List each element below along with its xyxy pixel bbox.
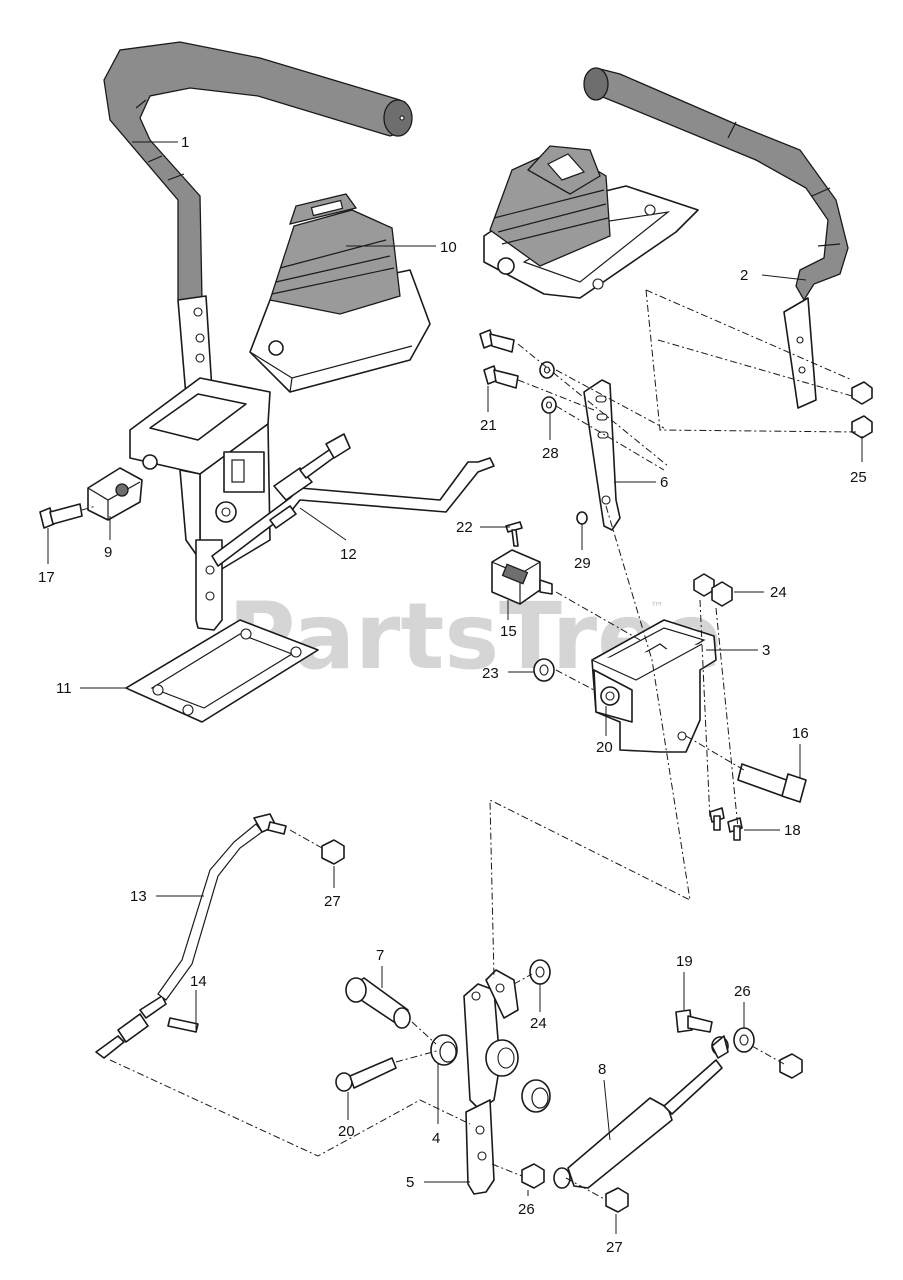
callout-20b: 20: [338, 1123, 355, 1140]
hair-pin[interactable]: [167, 1017, 199, 1033]
damper-spring[interactable]: [553, 1035, 729, 1189]
gasket-plate[interactable]: [125, 619, 319, 723]
callout-8: 8: [598, 1061, 606, 1078]
callout-19: 19: [676, 953, 693, 970]
adjustment-plate[interactable]: [583, 379, 621, 531]
callout-3: 3: [762, 642, 770, 659]
nut-upper[interactable]: [851, 381, 873, 405]
pivot-lever[interactable]: [463, 969, 519, 1195]
callout-12: 12: [340, 546, 357, 563]
washer-upper[interactable]: [539, 361, 555, 379]
spring-nut[interactable]: [733, 1027, 755, 1053]
linkage-rod[interactable]: [95, 813, 287, 1059]
callout-21: 21: [480, 417, 497, 434]
callout-5: 5: [406, 1174, 414, 1191]
watermark-trademark: ™: [650, 600, 664, 616]
pivot-bolt[interactable]: [737, 763, 807, 803]
callout-24a: 24: [770, 584, 787, 601]
nut-lower[interactable]: [851, 415, 873, 439]
left-control-handle[interactable]: [103, 41, 413, 397]
callout-17: 17: [38, 569, 55, 586]
right-boot-cover[interactable]: [483, 145, 699, 299]
callout-23: 23: [482, 665, 499, 682]
nut-spring-bottom[interactable]: [605, 1187, 629, 1213]
callout-20a: 20: [596, 739, 613, 756]
callout-18: 18: [784, 822, 801, 839]
callout-6: 6: [660, 474, 668, 491]
callout-4: 4: [432, 1130, 440, 1147]
washer-lower[interactable]: [541, 396, 557, 414]
callout-11: 11: [56, 680, 72, 697]
nut-rod-end[interactable]: [321, 839, 345, 865]
spring-bolt[interactable]: [675, 1009, 713, 1033]
bolt-upper[interactable]: [479, 329, 515, 353]
callout-26b: 26: [518, 1201, 535, 1218]
callout-22: 22: [456, 519, 473, 536]
callout-29: 29: [574, 555, 591, 572]
nut-bracket-2[interactable]: [711, 581, 733, 607]
leader-lines: [47, 141, 863, 1234]
nut-spring-end[interactable]: [779, 1053, 803, 1079]
left-boot-cover[interactable]: [249, 193, 431, 393]
callout-25: 25: [850, 469, 867, 486]
nut-lever-bottom[interactable]: [521, 1163, 545, 1189]
callout-9: 9: [104, 544, 112, 561]
small-washer[interactable]: [576, 511, 588, 525]
callout-1: 1: [181, 134, 189, 151]
screw-lower-1[interactable]: [709, 807, 725, 831]
assembly-lines: [81, 289, 857, 1201]
switch-mount-bracket[interactable]: [591, 619, 717, 753]
callout-26a: 26: [734, 983, 751, 1000]
callout-24b: 24: [530, 1015, 547, 1032]
callout-10: 10: [440, 239, 457, 256]
bolt-lower[interactable]: [483, 365, 519, 389]
side-bushing[interactable]: [521, 1079, 551, 1113]
safety-switch[interactable]: [491, 549, 553, 605]
callout-14: 14: [190, 973, 207, 990]
screw[interactable]: [505, 521, 523, 547]
bolt-long[interactable]: [335, 1057, 397, 1092]
callout-15: 15: [500, 623, 517, 640]
screw-lower-2[interactable]: [727, 817, 743, 841]
flange-bushing[interactable]: [430, 1034, 458, 1066]
flange-nut[interactable]: [533, 658, 555, 682]
nut-lever-top[interactable]: [529, 959, 551, 985]
callout-16: 16: [792, 725, 809, 742]
nut-bracket-1[interactable]: [693, 573, 715, 597]
callout-2: 2: [740, 267, 748, 284]
callout-28: 28: [542, 445, 559, 462]
control-rod[interactable]: [211, 433, 495, 567]
pivot-block[interactable]: [87, 467, 143, 521]
bushing[interactable]: [345, 977, 411, 1029]
callouts: 1 2 3 4 5 6 7 8 9 10 11 12 13 14 15 16 1…: [38, 134, 867, 1256]
bolt[interactable]: [39, 503, 83, 529]
callout-13: 13: [130, 888, 147, 905]
callout-27a: 27: [324, 893, 341, 910]
right-control-handle[interactable]: [583, 67, 849, 409]
callout-7: 7: [376, 947, 384, 964]
callout-27b: 27: [606, 1239, 623, 1256]
